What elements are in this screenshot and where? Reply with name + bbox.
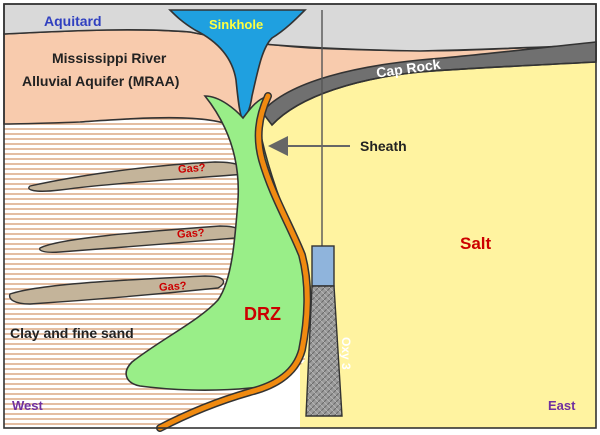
label-gas-2: Gas?: [177, 227, 206, 241]
label-west: West: [12, 398, 43, 413]
salt-outline: [271, 61, 597, 126]
label-gas-3: Gas?: [159, 280, 188, 294]
aquitard-layer: [3, 3, 597, 52]
label-aquitard: Aquitard: [44, 13, 102, 29]
gas-lens-3: [8, 275, 225, 305]
label-sheath: Sheath: [360, 138, 407, 154]
label-clay: Clay and fine sand: [10, 325, 134, 341]
label-drz: DRZ: [244, 304, 281, 324]
label-well: Oxy 3: [339, 337, 353, 370]
label-gas-1: Gas?: [178, 162, 207, 176]
label-aquifer-line1: Mississippi River: [52, 50, 167, 66]
label-salt: Salt: [460, 234, 492, 253]
frame-border: [3, 3, 597, 429]
sheath-fill: [157, 93, 310, 431]
salt-body: [255, 60, 596, 428]
well-casing: [311, 245, 335, 287]
well-cavern: [305, 285, 343, 417]
label-east: East: [548, 398, 576, 413]
label-sinkhole: Sinkhole: [209, 17, 263, 32]
label-aquifer-line2: Alluvial Aquifer (MRAA): [22, 73, 179, 89]
